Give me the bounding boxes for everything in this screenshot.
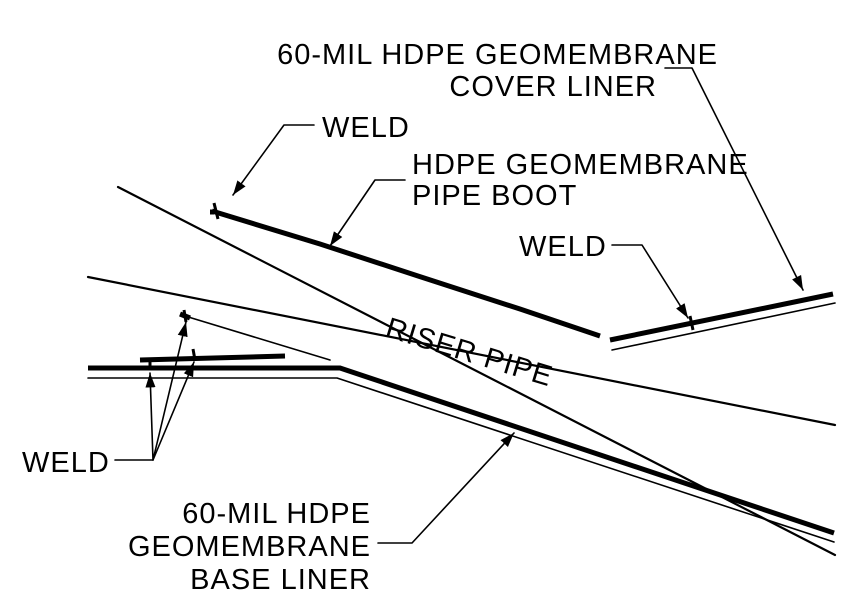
leader-cover-liner xyxy=(664,67,804,291)
label-cover-liner-line1: 60-MIL HDPE GEOMEMBRANE xyxy=(277,39,718,71)
label-riser-pipe: RISER PIPE xyxy=(382,312,557,393)
label-pipe-boot-line1: HDPE GEOMEMBRANE xyxy=(412,149,749,181)
weld-mark-right xyxy=(688,315,695,331)
leader-pipe-boot xyxy=(329,179,406,247)
base-liner-lower xyxy=(87,377,835,543)
cover-liner-upper xyxy=(609,291,834,343)
label-weld-top: WELD xyxy=(322,112,410,144)
pipe-boot-sleeve xyxy=(211,208,601,339)
cover-liner-lower xyxy=(611,302,836,351)
label-pipe-boot-line2: PIPE BOOT xyxy=(412,180,577,212)
weld-mark-left-2 xyxy=(191,348,197,361)
label-cover-liner-line2: COVER LINER xyxy=(449,71,657,103)
leader-weld-left-3 xyxy=(145,372,156,461)
weld-mark-left-1 xyxy=(182,309,188,323)
leader-weld-top xyxy=(232,124,315,196)
riser-pipe-bottom-wall xyxy=(86,275,837,427)
lower-boot-flap xyxy=(139,353,286,363)
label-weld-left: WELD xyxy=(22,447,110,479)
label-weld-right: WELD xyxy=(519,231,607,263)
lower-boot-flap-2 xyxy=(184,315,331,361)
label-base-liner-line1: 60-MIL HDPE xyxy=(182,498,371,530)
leader-base-liner xyxy=(377,432,515,544)
leader-weld-right xyxy=(611,244,689,319)
label-base-liner-line2: GEOMEMBRANE xyxy=(128,531,371,563)
label-base-liner-line3: BASE LINER xyxy=(190,564,371,596)
base-liner-upper xyxy=(88,365,835,536)
leader-weld-left-2 xyxy=(152,361,195,461)
weld-mark-top xyxy=(212,202,220,220)
